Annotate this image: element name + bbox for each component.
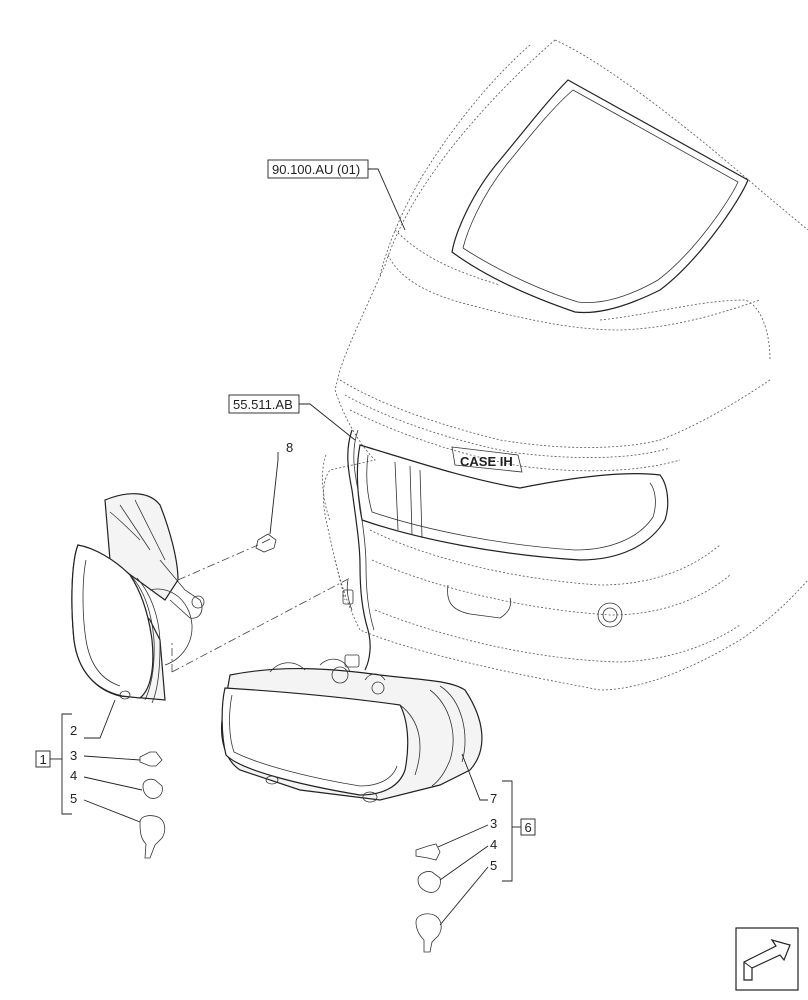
left-kit-number: 1 <box>40 752 47 767</box>
ref-hood-label: 90.100.AU (01) <box>272 162 360 177</box>
left-item-5: 5 <box>70 791 77 806</box>
hood-assembly: CASE IH <box>322 39 808 691</box>
brand-badge: CASE IH <box>451 446 523 473</box>
bolt-label: 8 <box>286 440 293 455</box>
ref-harness-label: 55.511.AB <box>233 397 293 412</box>
right-item-5: 5 <box>490 858 497 873</box>
left-work-lamp <box>71 493 351 704</box>
left-item-2: 2 <box>70 723 77 738</box>
arrow-navigation-icon[interactable] <box>735 927 799 991</box>
right-item-3: 3 <box>490 816 497 831</box>
bolt-8: 8 <box>255 440 293 553</box>
right-work-lamp <box>220 658 483 803</box>
ref-harness[interactable]: 55.511.AB <box>228 394 356 441</box>
right-kit-callout: 6 7 3 4 5 <box>415 753 536 953</box>
right-kit-number: 6 <box>525 820 532 835</box>
brand-text: CASE IH <box>460 454 513 469</box>
left-item-3: 3 <box>70 748 77 763</box>
right-item-4: 4 <box>490 837 497 852</box>
wiring-harness <box>342 429 375 671</box>
left-kit-callout: 1 2 3 4 5 <box>35 699 166 859</box>
ref-hood[interactable]: 90.100.AU (01) <box>267 159 406 231</box>
right-item-7: 7 <box>490 791 497 806</box>
left-item-4: 4 <box>70 768 77 783</box>
